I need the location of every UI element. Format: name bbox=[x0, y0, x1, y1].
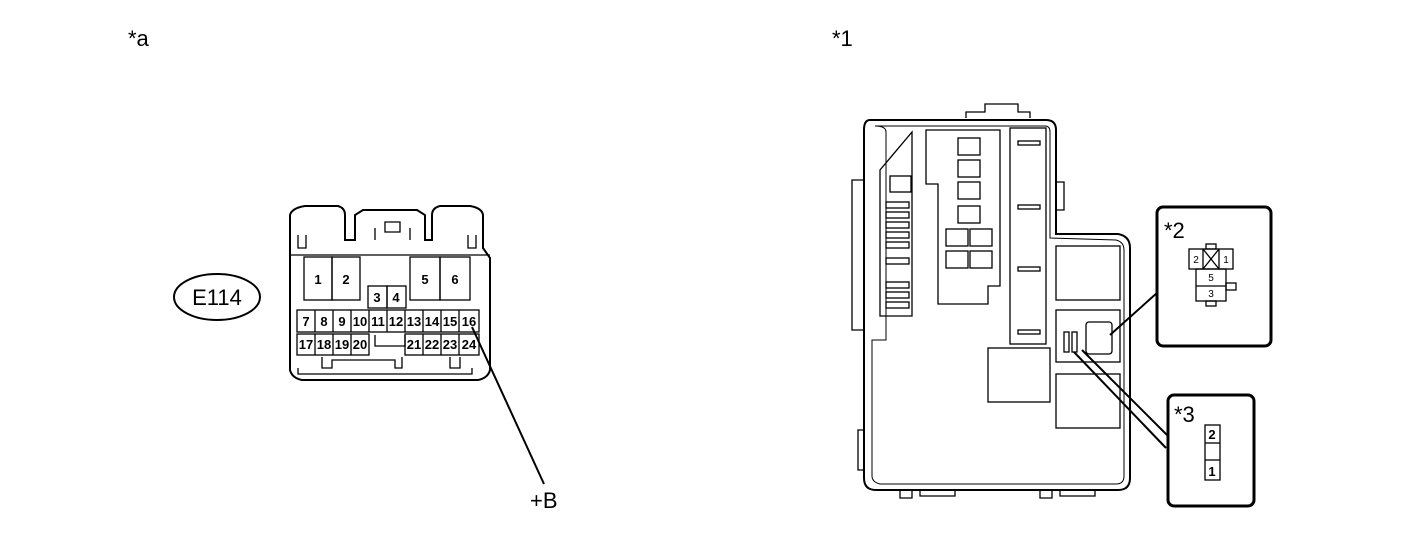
e114-pin: 5 bbox=[421, 272, 428, 287]
e114-pin: 22 bbox=[425, 337, 439, 352]
wire-label: +B bbox=[530, 488, 558, 513]
e114-pin: 19 bbox=[335, 337, 349, 352]
leader-line-2 bbox=[1109, 291, 1159, 336]
e114-middle-row bbox=[296, 309, 480, 333]
connector-2-pin: 2 bbox=[1193, 255, 1199, 266]
e114-pin: 18 bbox=[317, 337, 331, 352]
inset-2-label: *2 bbox=[1164, 218, 1185, 243]
connector-e114: E114 1 2 3 4 5 6 7 8 9 10 bbox=[173, 205, 558, 513]
e114-pin: 23 bbox=[443, 337, 457, 352]
e114-pin: 15 bbox=[443, 314, 457, 329]
connector-3-location bbox=[1071, 331, 1078, 353]
view-label-a: *a bbox=[128, 26, 150, 51]
e114-pin: 14 bbox=[425, 314, 440, 329]
connector-3-pin: 2 bbox=[1208, 427, 1215, 442]
e114-pin: 20 bbox=[353, 337, 367, 352]
e114-pin: 10 bbox=[353, 314, 367, 329]
junction-block bbox=[851, 103, 1131, 499]
e114-pin: 7 bbox=[302, 314, 309, 329]
view-label-1: *1 bbox=[832, 26, 853, 51]
inset-connector-3: *3 2 1 bbox=[1166, 393, 1256, 508]
connector-id-ellipse bbox=[173, 273, 261, 321]
connector-2-location bbox=[1085, 321, 1113, 355]
e114-pin: 4 bbox=[392, 290, 400, 305]
leader-line-3b bbox=[1081, 349, 1171, 439]
e114-pin: 12 bbox=[389, 314, 403, 329]
e114-pin: 1 bbox=[314, 272, 321, 287]
inset-connector-2: *2 2 1 5 3 bbox=[1155, 205, 1273, 348]
connector-3-pin: 1 bbox=[1208, 464, 1215, 479]
e114-pin: 13 bbox=[407, 314, 421, 329]
junction-block-body bbox=[863, 119, 1131, 491]
e114-housing bbox=[289, 205, 491, 381]
e114-pin: 24 bbox=[462, 337, 477, 352]
leader-line-3a bbox=[1073, 351, 1167, 449]
e114-pin: 11 bbox=[371, 314, 385, 329]
connector-2-pin: 1 bbox=[1223, 255, 1229, 266]
e114-pin: 3 bbox=[373, 290, 380, 305]
wire-leader-line bbox=[471, 326, 545, 485]
e114-pin: 2 bbox=[342, 272, 349, 287]
e114-pin: 21 bbox=[407, 337, 421, 352]
e114-pin: 9 bbox=[338, 314, 345, 329]
connector-2-pin: 3 bbox=[1208, 289, 1214, 300]
e114-pin: 8 bbox=[320, 314, 327, 329]
connector-2-pin: 5 bbox=[1208, 273, 1214, 284]
e114-pin: 16 bbox=[462, 314, 476, 329]
e114-pin: 17 bbox=[299, 337, 313, 352]
connector-id-label: E114 bbox=[192, 285, 242, 310]
inset-3-label: *3 bbox=[1174, 402, 1195, 427]
e114-pin: 6 bbox=[451, 272, 458, 287]
